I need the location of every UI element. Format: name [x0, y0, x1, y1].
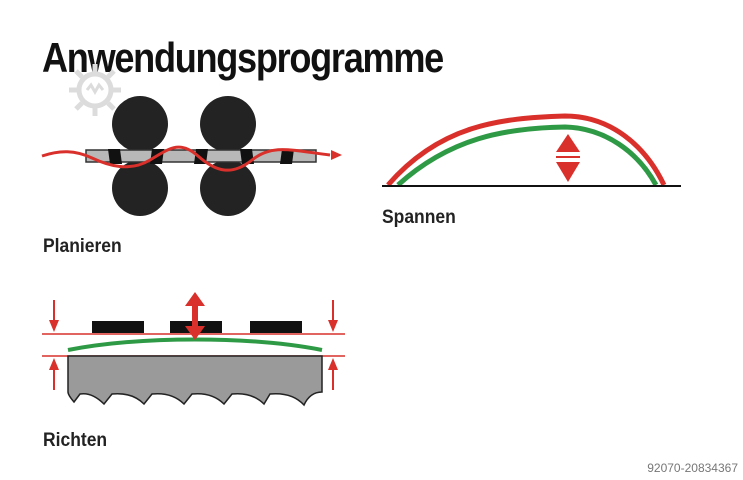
gear-icon — [69, 64, 121, 116]
up-arrow-icon — [556, 134, 580, 152]
label-richten: Richten — [43, 430, 108, 451]
green-arc — [396, 124, 659, 187]
image-id-text: 92070-20834367 — [647, 461, 738, 475]
roller-bottom-right — [200, 160, 256, 216]
left-arrows — [49, 300, 59, 390]
roller-top-left — [112, 96, 168, 152]
label-spannen: Spannen — [382, 207, 456, 228]
direction-arrow-icon — [331, 150, 342, 160]
pressure-blocks — [92, 321, 302, 333]
roller-bottom-left — [112, 160, 168, 216]
leveling-roller-set — [112, 96, 256, 216]
red-arc — [386, 113, 667, 187]
right-arrows — [328, 300, 338, 390]
label-planieren: Planieren — [43, 236, 122, 257]
wavy-strip-line — [41, 145, 331, 172]
roller-top-right — [200, 96, 256, 152]
green-curve — [67, 337, 323, 352]
blade-body — [67, 355, 323, 407]
down-arrow-icon — [556, 162, 580, 182]
double-arrow-icon — [185, 292, 205, 340]
